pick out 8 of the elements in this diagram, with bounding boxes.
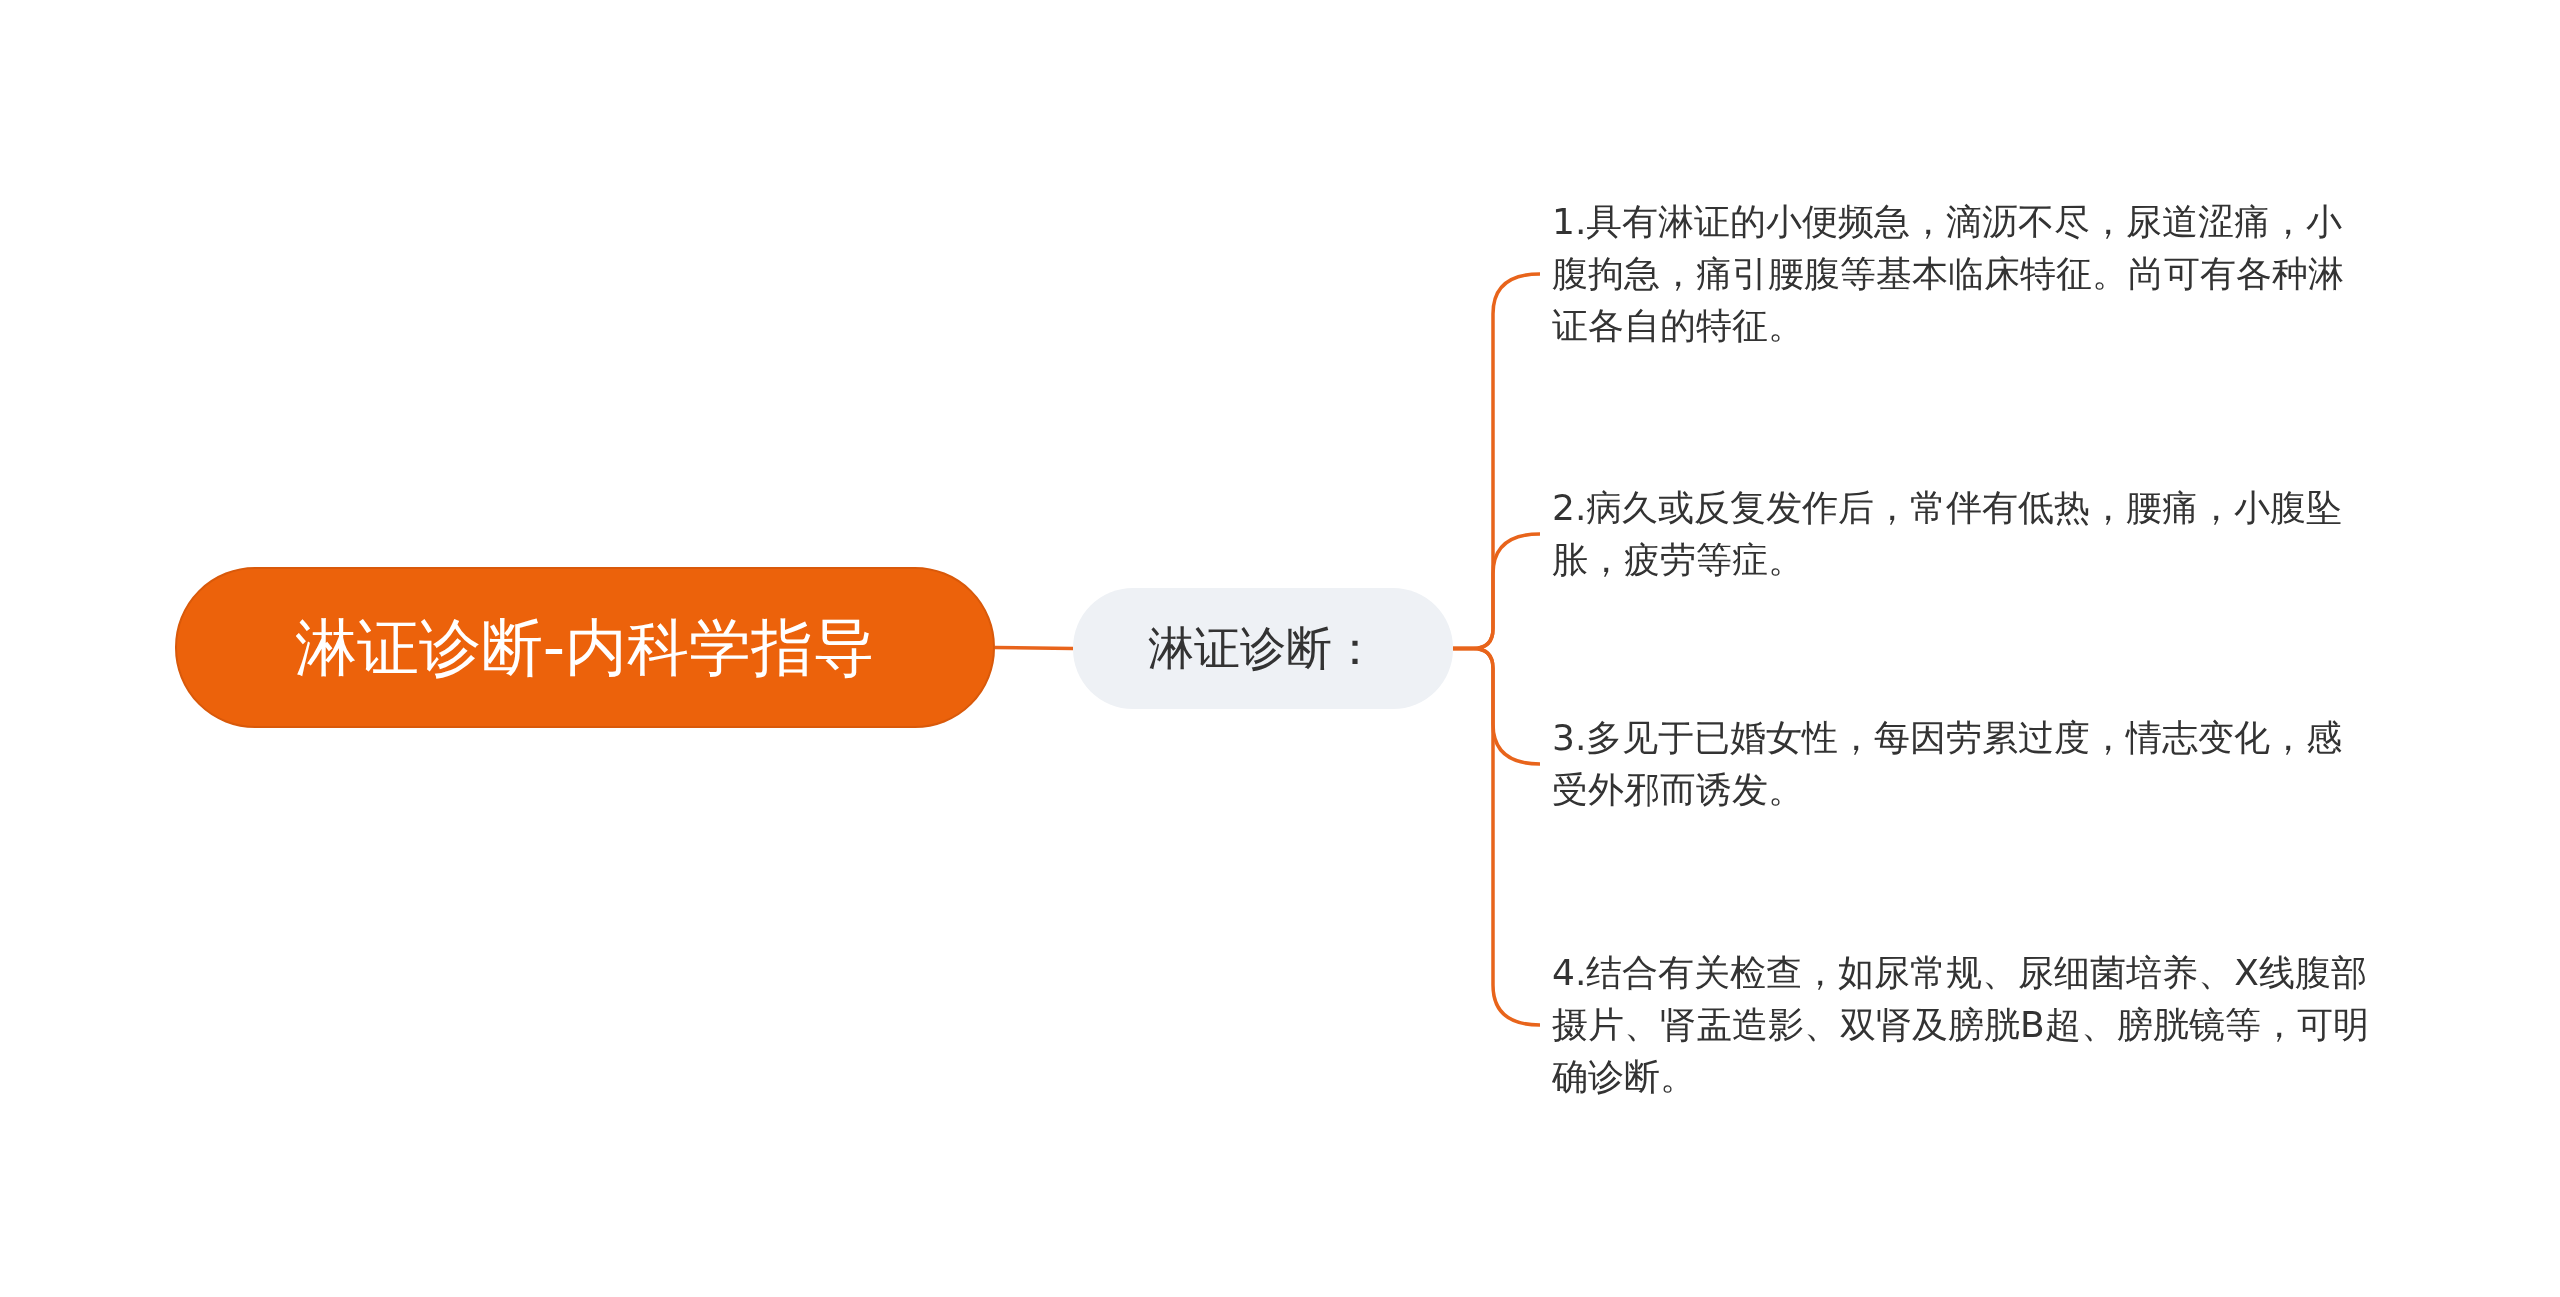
- main-topic: 淋证诊断：: [1073, 588, 1453, 709]
- root-topic: 淋证诊断-内科学指导: [175, 567, 995, 728]
- leaf-topic: 1.具有淋证的小便频急，滴沥不尽，尿道涩痛，小腹拘急，痛引腰腹等基本临床特征。尚可有各种淋证各自的特征。: [1540, 196, 2390, 352]
- leaf-topic: 2.病久或反复发作后，常伴有低热，腰痛，小腹坠胀，疲劳等症。: [1540, 482, 2390, 586]
- leaf-topic: 4.结合有关检查，如尿常规、尿细菌培养、X线腹部摄片、肾盂造影、双肾及膀胱B超、膀胱镜等，可明确诊断。: [1540, 947, 2390, 1103]
- connector-line: [1453, 646, 1541, 1027]
- leaf-topic: 3.多见于已婚女性，每因劳累过度，情志变化，感受外邪而诱发。: [1540, 712, 2390, 816]
- connector-line: [994, 645, 1074, 651]
